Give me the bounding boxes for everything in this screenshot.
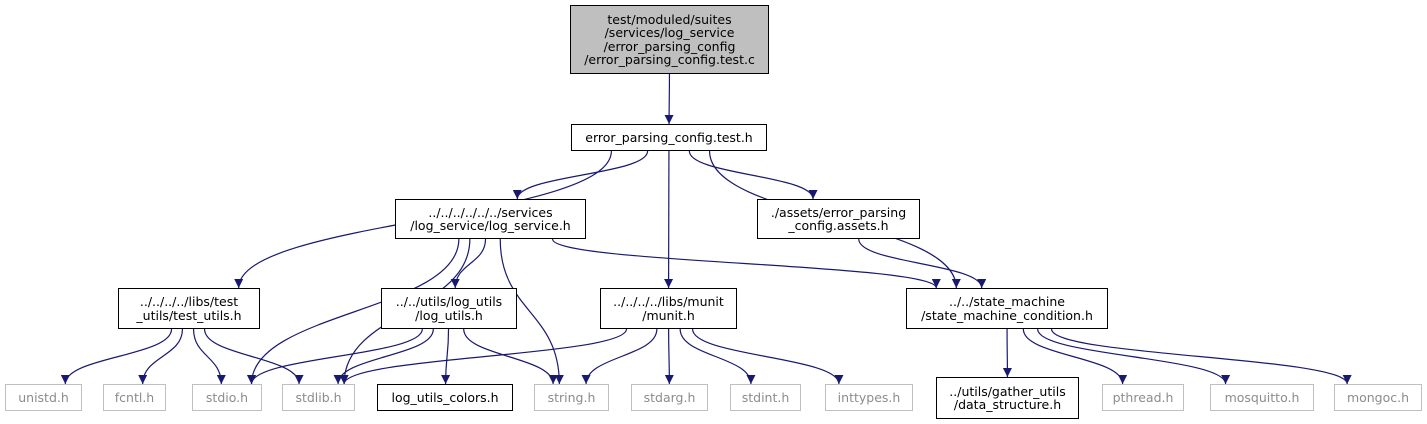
edge-munit-h-to-stdlib-h (339, 328, 628, 385)
edge-test-utils-h-to-stdio-h (192, 328, 226, 385)
node-label-line: /state_machine_condition.h (921, 307, 1093, 323)
node-assets-h[interactable]: ./assets/error_parsing_config.assets.h (757, 199, 920, 239)
node-stdlib-h: stdlib.h (282, 384, 355, 411)
node-label-line: /munit.h (642, 307, 695, 323)
node-root[interactable]: test/moduled/suites/services/log_service… (570, 5, 769, 74)
node-stdarg-h: stdarg.h (631, 384, 708, 411)
edge-munit-h-to-stdarg-h (664, 328, 674, 385)
node-test-utils-h[interactable]: ../../../../libs/test_utils/test_utils.h (118, 288, 260, 329)
node-unistd-h: unistd.h (5, 384, 82, 411)
edge-log-service-h-to-smc-h (551, 238, 941, 289)
edge-munit-h-to-stdint-h (679, 328, 756, 385)
node-log-utils-colors-h[interactable]: log_utils_colors.h (377, 384, 513, 411)
node-label-line: ../../../../../../services (428, 204, 553, 220)
node-pthread-h: pthread.h (1102, 384, 1184, 411)
edge-munit-h-to-inttypes-h (691, 328, 844, 385)
edge-log-utils-h-to-string-h (463, 328, 558, 385)
node-label-line: pthread.h (1112, 389, 1174, 405)
node-label-line: string.h (547, 389, 596, 405)
node-label-line: /error_parsing_config (603, 38, 736, 54)
edge-log-service-h-to-string-h (499, 238, 564, 385)
node-label-line: ./assets/error_parsing (770, 204, 907, 220)
node-label-line: /services/log_service (604, 25, 735, 40)
node-log-service-h[interactable]: ../../../../../../services/log_service/l… (395, 199, 586, 239)
node-label-line: mosquitto.h (1224, 389, 1300, 405)
edge-test-h-to-log-service-h (512, 150, 649, 200)
node-label-line: stdint.h (741, 389, 790, 405)
node-label-line: fcntl.h (114, 389, 155, 405)
node-test-h[interactable]: error_parsing_config.test.h (571, 124, 767, 151)
edge-log-utils-h-to-log-utils-colors-h (441, 328, 451, 385)
node-label-line: stdlib.h (295, 389, 342, 405)
edge-smc-h-to-pthread-h (1022, 328, 1128, 385)
node-label-line: unistd.h (18, 389, 69, 405)
node-label-line: _utils/test_utils.h (136, 307, 242, 323)
node-label-line: ../utils/gather_utils (949, 383, 1066, 399)
node-label-line: stdio.h (205, 389, 249, 405)
node-label-line: error_parsing_config.test.h (585, 129, 753, 145)
node-data-structure-h[interactable]: ../utils/gather_utils/data_structure.h (936, 377, 1079, 419)
edge-test-utils-h-to-stdlib-h (203, 328, 304, 385)
dependency-edges (60, 73, 1352, 385)
node-stdint-h: stdint.h (730, 384, 801, 411)
edge-test-utils-h-to-fcntl-h (138, 328, 184, 385)
node-label-line: /log_utils.h (415, 307, 483, 323)
node-label-line: ../../utils/log_utils (395, 294, 503, 309)
node-label-line: ../../state_machine (949, 294, 1065, 309)
edge-log-utils-h-to-stdio-h (247, 328, 423, 385)
node-label-line: log_utils_colors.h (391, 389, 499, 405)
node-mongoc-h: mongoc.h (1334, 384, 1422, 411)
node-stdio-h: stdio.h (192, 384, 262, 411)
node-label-line: _config.assets.h (788, 218, 889, 233)
node-fcntl-h: fcntl.h (103, 384, 166, 411)
node-smc-h[interactable]: ../../state_machine/state_machine_condit… (906, 288, 1108, 329)
edge-test-utils-h-to-unistd-h (60, 328, 173, 385)
node-label-line: /log_service/log_service.h (410, 218, 571, 233)
edge-log-utils-h-to-stdlib-h (333, 328, 434, 385)
edge-smc-h-to-mosquitto-h (1037, 328, 1231, 385)
edge-smc-h-to-mongoc-h (1050, 328, 1352, 385)
edge-log-service-h-to-log-utils-h (450, 238, 487, 289)
node-munit-h[interactable]: ../../../../libs/munit/munit.h (600, 288, 737, 329)
node-log-utils-h[interactable]: ../../utils/log_utils/log_utils.h (381, 288, 517, 329)
node-string-h: string.h (534, 384, 609, 411)
node-label-line: ../../../../libs/munit (613, 294, 724, 309)
node-label-line: /error_parsing_config.test.c (584, 52, 755, 67)
edge-munit-h-to-string-h (581, 328, 658, 385)
node-label-line: stdarg.h (643, 389, 696, 405)
node-mosquitto-h: mosquitto.h (1210, 384, 1314, 411)
edge-test-h-to-assets-h (688, 150, 818, 200)
node-label-line: ../../../../libs/test (139, 294, 239, 309)
node-label-line: mongoc.h (1346, 389, 1410, 405)
node-inttypes-h: inttypes.h (825, 384, 913, 411)
node-label-line: inttypes.h (837, 389, 901, 405)
node-label-line: /data_structure.h (953, 397, 1062, 412)
edge-assets-h-to-smc-h (858, 238, 987, 289)
node-label-line: test/moduled/suites (607, 11, 732, 27)
